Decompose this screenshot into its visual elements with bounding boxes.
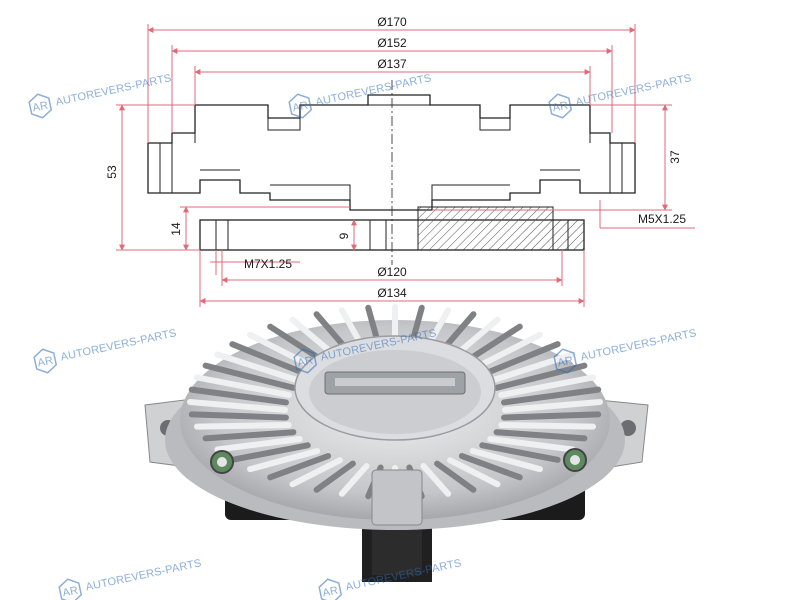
fan-clutch-photo — [144, 304, 649, 582]
watermark: AR AUTOREVERS-PARTS — [553, 327, 698, 374]
cooling-fin — [229, 442, 311, 463]
dim-37: 37 — [668, 150, 682, 164]
cooling-fin — [188, 386, 289, 406]
cooling-fin — [502, 399, 603, 413]
watermark-logo-letters: AR — [556, 354, 574, 369]
watermark-text: AUTOREVERS-PARTS — [575, 72, 693, 108]
watermark: AR AUTOREVERS-PARTS — [33, 327, 178, 374]
watermark: AR AUTOREVERS-PARTS — [548, 72, 693, 119]
watermark-logo-icon — [28, 93, 53, 119]
cooling-fin — [498, 374, 597, 398]
watermark-logo-letters: AR — [36, 354, 54, 369]
watermark-logo-icon — [33, 348, 58, 374]
dimension-lines — [116, 24, 695, 307]
technical-drawing: Ø170 Ø152 Ø137 53 37 14 9 M5X1.25 M7X1.2… — [105, 15, 695, 307]
cooling-fin — [202, 362, 297, 391]
cooling-fin — [214, 436, 303, 453]
dim-152: Ø152 — [377, 36, 407, 50]
watermark-logo-letters: AR — [31, 99, 49, 114]
cooling-fin — [267, 453, 332, 481]
dim-9: 9 — [337, 232, 351, 239]
cooling-fin — [420, 463, 452, 497]
cooling-fin — [487, 436, 576, 453]
watermark-text: AUTOREVERS-PARTS — [580, 327, 698, 363]
cooling-fin — [188, 411, 289, 421]
watermark: AR AUTOREVERS-PARTS — [288, 72, 433, 119]
cooling-fin — [493, 429, 588, 442]
watermark: AR AUTOREVERS-PARTS — [28, 72, 173, 119]
cooling-fin — [458, 453, 523, 481]
cooling-fin — [469, 448, 543, 473]
cooling-fin — [487, 351, 576, 384]
watermark-logo-letters: AR — [291, 99, 309, 114]
watermark-logo-letters: AR — [61, 584, 79, 599]
watermark-text: AUTOREVERS-PARTS — [85, 557, 203, 593]
cooling-fin — [229, 341, 311, 378]
watermark-logo-icon — [553, 348, 578, 374]
thread-m7-label: M7X1.25 — [244, 257, 292, 271]
cooling-fin — [202, 429, 297, 442]
housing-inner-steps — [159, 118, 623, 200]
cooling-fin — [313, 460, 356, 493]
dim-137: Ø137 — [377, 57, 407, 71]
hub-tab — [367, 94, 431, 106]
cooling-fin — [338, 463, 370, 497]
watermark-logo-letters: AR — [321, 584, 339, 599]
cooling-fin — [434, 460, 477, 493]
watermark-logo-icon — [58, 578, 83, 600]
cooling-fin — [289, 457, 343, 488]
dim-53: 53 — [105, 165, 119, 179]
cooling-fin — [193, 422, 292, 430]
watermark-logo-icon — [318, 578, 343, 600]
dim-14: 14 — [169, 222, 183, 236]
dim-134: Ø134 — [377, 286, 407, 300]
cooling-fin — [187, 399, 288, 413]
thread-m5-label: M5X1.25 — [638, 212, 686, 226]
dim-170: Ø170 — [377, 15, 407, 29]
watermark-logo-icon — [548, 93, 573, 119]
watermark-logo-icon — [293, 348, 318, 374]
watermark-text: AUTOREVERS-PARTS — [55, 72, 173, 108]
cooling-fin — [447, 457, 501, 488]
watermark-logo-letters: AR — [551, 99, 569, 114]
watermark-logo-letters: AR — [296, 354, 314, 369]
watermark: AR AUTOREVERS-PARTS — [58, 557, 203, 600]
dim-120: Ø120 — [377, 265, 407, 279]
cooling-fin — [501, 411, 602, 421]
cooling-fin — [214, 351, 303, 384]
cooling-fin — [501, 386, 602, 406]
watermark-text: AUTOREVERS-PARTS — [315, 72, 433, 108]
cooling-fin — [498, 422, 597, 430]
cooling-fin — [493, 362, 588, 391]
cooling-fin — [479, 341, 561, 378]
watermark-logo-icon — [288, 93, 313, 119]
watermark-text: AUTOREVERS-PARTS — [60, 327, 178, 363]
cooling-fin — [193, 374, 292, 398]
cooling-fin — [247, 448, 321, 473]
cooling-fin — [479, 442, 561, 463]
